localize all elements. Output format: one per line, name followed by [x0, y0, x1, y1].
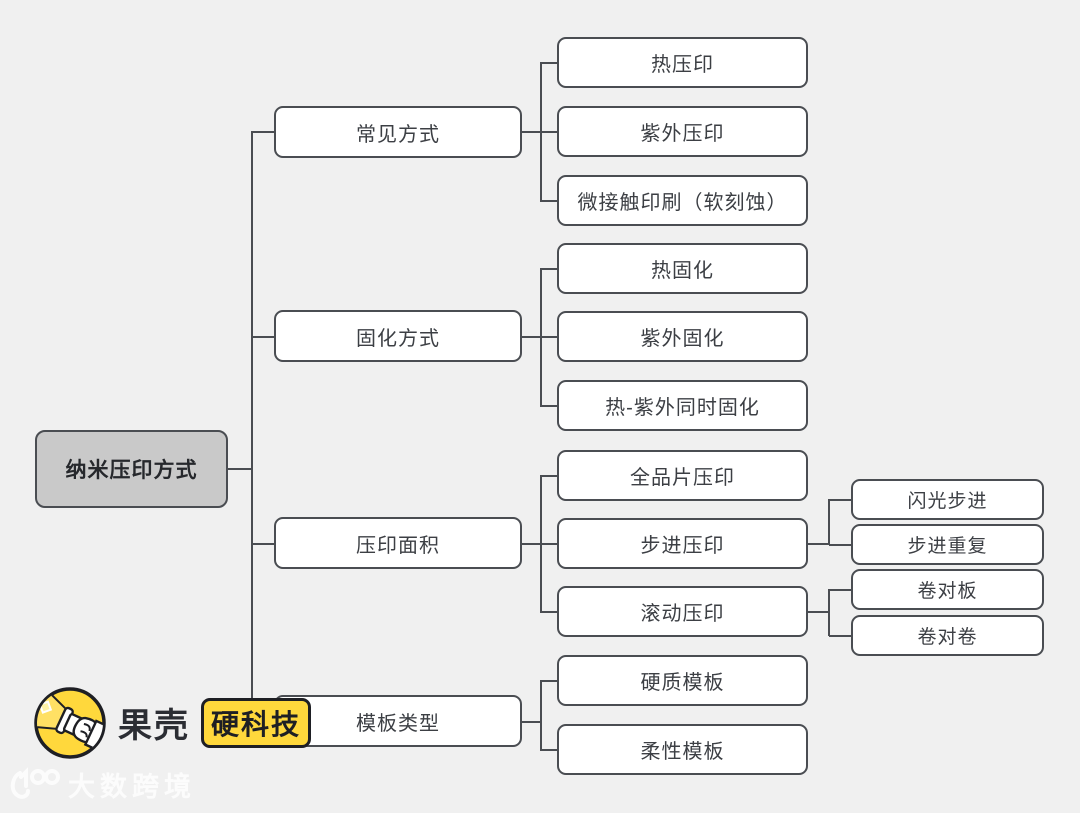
node-step-imprint: 步进压印: [557, 518, 808, 569]
connector: [540, 680, 542, 751]
node-full-wafer-imprint: 全品片压印: [557, 450, 808, 501]
node-microcontact-printing: 微接触印刷（软刻蚀）: [557, 175, 808, 226]
node-uv-imprint: 紫外压印: [557, 106, 808, 157]
connector: [541, 611, 557, 613]
node-hard-template: 硬质模板: [557, 655, 808, 706]
branch-curing-methods: 固化方式: [274, 310, 522, 362]
branch-common-methods: 常见方式: [274, 106, 522, 158]
flashlight-hand-icon: [33, 685, 107, 760]
node-flexible-template: 柔性模板: [557, 724, 808, 775]
connector: [541, 62, 557, 64]
node-roll-to-plate: 卷对板: [851, 569, 1044, 610]
connector: [808, 611, 829, 613]
node-thermal-curing: 热固化: [557, 243, 808, 294]
node-thermal-uv-curing: 热-紫外同时固化: [557, 380, 808, 431]
connector: [808, 543, 829, 545]
node-step-repeat: 步进重复: [851, 524, 1044, 565]
connector-branch-1: [252, 131, 274, 133]
watermark: 大数跨境: [8, 763, 196, 805]
connector: [541, 543, 557, 545]
connector-branch-3: [252, 543, 274, 545]
node-thermal-imprint: 热压印: [557, 37, 808, 88]
node-flash-step: 闪光步进: [851, 479, 1044, 520]
branch-imprint-area: 压印面积: [274, 517, 522, 569]
connector: [541, 680, 557, 682]
connector: [541, 268, 557, 270]
connector: [541, 405, 557, 407]
branch-template-type: 模板类型: [274, 695, 522, 747]
brand-name: 果壳: [118, 707, 190, 745]
connector: [541, 749, 557, 751]
connector: [541, 200, 557, 202]
googol-100-icon: [8, 764, 60, 804]
node-roll-imprint: 滚动压印: [557, 586, 808, 637]
connector: [522, 131, 541, 133]
node-uv-curing: 紫外固化: [557, 311, 808, 362]
root-node-nano-imprint-methods: 纳米压印方式: [35, 430, 228, 508]
connector: [541, 475, 557, 477]
connector: [829, 544, 851, 546]
connector: [522, 543, 541, 545]
connector-root: [228, 468, 252, 470]
brand-badge: 硬科技: [201, 697, 312, 748]
connector: [522, 336, 541, 338]
connector: [829, 499, 851, 501]
connector: [541, 131, 557, 133]
connector: [522, 721, 541, 723]
connector: [829, 635, 851, 637]
connector: [829, 589, 851, 591]
connector-trunk: [251, 131, 253, 723]
connector: [828, 499, 830, 545]
node-roll-to-roll: 卷对卷: [851, 615, 1044, 656]
brand-logo: 果壳 硬科技: [33, 685, 312, 760]
connector: [828, 589, 830, 636]
watermark-text: 大数跨境: [68, 771, 196, 802]
connector: [541, 336, 557, 338]
connector-branch-2: [252, 336, 274, 338]
